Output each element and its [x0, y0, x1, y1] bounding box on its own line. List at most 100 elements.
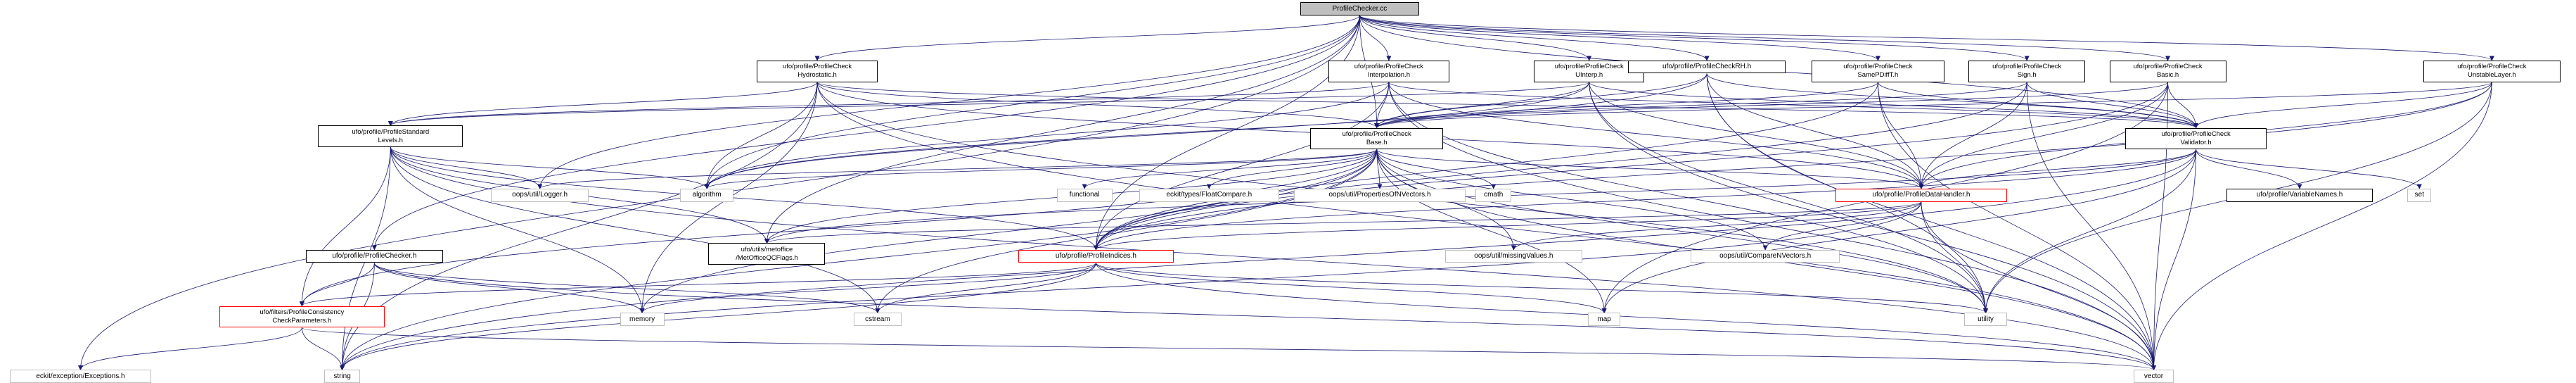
- node-samepd[interactable]: ufo/profile/ProfileCheck SamePDiffT.h: [1811, 60, 1944, 82]
- edge-validator-to-map: [1601, 149, 2197, 314]
- edge-root-to-logger: [537, 15, 1360, 189]
- node-map[interactable]: map: [1588, 313, 1621, 327]
- edge-unstable-to-validator: [2193, 82, 2492, 129]
- node-exceptions[interactable]: eckit/exception/Exceptions.h: [10, 370, 151, 383]
- node-floatcmp[interactable]: eckit/types/FloatCompare.h: [1139, 188, 1279, 202]
- edge-interp-to-datahandler: [1388, 82, 1924, 189]
- node-hydro[interactable]: ufo/profile/ProfileCheck Hydrostatic.h: [757, 60, 878, 82]
- edge-root-to-checker: [371, 15, 1360, 251]
- edge-validator-to-set: [2196, 149, 2422, 189]
- node-vector[interactable]: vector: [2133, 370, 2174, 383]
- edge-sign-to-validator: [2026, 82, 2199, 129]
- edge-interp-to-indices: [1093, 82, 1390, 251]
- edge-uinterp-to-base: [1374, 82, 1590, 129]
- node-cstream[interactable]: cstream: [853, 313, 902, 327]
- edge-checker-to-vector: [373, 263, 2156, 370]
- edge-indices-to-map: [1096, 263, 1607, 314]
- edge-indices-to-string: [340, 263, 1096, 370]
- edge-samepd-to-vector: [1878, 82, 2157, 370]
- node-datahandler[interactable]: ufo/profile/ProfileDataHandler.h: [1835, 188, 2007, 202]
- edge-validator-to-indices: [1094, 149, 2197, 251]
- node-base[interactable]: ufo/profile/ProfileCheck Base.h: [1310, 127, 1444, 150]
- edge-validator-to-vector: [2151, 149, 2197, 370]
- edge-consparams-to-exceptions: [78, 327, 302, 370]
- edge-hydro-to-stdlev: [387, 82, 818, 126]
- node-interp[interactable]: ufo/profile/ProfileCheck Interpolation.h: [1328, 60, 1449, 82]
- edge-validator-to-utility: [1983, 149, 2197, 314]
- node-consparams[interactable]: ufo/filters/ProfileConsistency CheckPara…: [219, 306, 385, 328]
- edge-stdlev-to-cstream: [390, 147, 880, 314]
- edge-consparams-to-vector: [301, 327, 2156, 370]
- node-sign[interactable]: ufo/profile/ProfileCheck Sign.h: [1968, 60, 2086, 82]
- edge-unstable-to-base: [1374, 82, 2492, 129]
- edge-unstable-to-vector: [2151, 82, 2492, 370]
- node-cmath[interactable]: cmath: [1475, 188, 1512, 202]
- node-logger[interactable]: oops/util/Logger.h: [491, 188, 589, 202]
- edge-sign-to-base: [1374, 82, 2027, 129]
- edge-datahandler-to-metoffice: [764, 201, 1922, 244]
- node-stdlev[interactable]: ufo/profile/ProfileStandard Levels.h: [318, 125, 463, 147]
- edge-uinterp-to-utility: [1589, 82, 1989, 314]
- node-algorithm[interactable]: algorithm: [680, 188, 733, 202]
- edge-samepd-to-indices: [1094, 82, 1878, 251]
- edge-datahandler-to-vector: [1921, 201, 2157, 370]
- edge-root-to-rh: [1359, 15, 1710, 61]
- edge-root-to-unstable: [1359, 15, 2494, 61]
- edge-uinterp-to-datahandler: [1589, 82, 1924, 189]
- node-checker[interactable]: ufo/profile/ProfileChecker.h: [306, 249, 443, 263]
- edge-samepd-to-datahandler: [1878, 82, 1924, 189]
- node-uinterp[interactable]: ufo/profile/ProfileCheck UInterp.h: [1533, 60, 1645, 82]
- edge-stdlev-to-indices: [390, 147, 1098, 251]
- edge-consparams-to-string: [301, 327, 345, 370]
- edge-datahandler-to-missing: [1511, 201, 1922, 251]
- edge-base-to-cstream: [875, 149, 1378, 314]
- edge-uinterp-to-algorithm: [704, 82, 1590, 189]
- node-rh[interactable]: ufo/profile/ProfileCheckRH.h: [1628, 60, 1786, 74]
- edge-checker-to-consparams: [299, 263, 375, 307]
- edge-stdlev-to-logger: [390, 146, 543, 189]
- node-validator[interactable]: ufo/profile/ProfileCheck Validator.h: [2125, 127, 2267, 150]
- edge-uinterp-to-validator: [1589, 82, 2198, 129]
- edge-datahandler-to-utility: [1921, 201, 1989, 314]
- edge-base-to-consparams: [299, 149, 1378, 307]
- node-root[interactable]: ProfileChecker.cc: [1300, 2, 1419, 15]
- edge-rh-to-base: [1374, 73, 1707, 129]
- edge-base-to-memory: [639, 149, 1378, 314]
- node-indices[interactable]: ufo/profile/ProfileIndices.h: [1018, 249, 1174, 263]
- edge-base-to-logger: [537, 149, 1378, 189]
- edge-checker-to-cstream: [373, 263, 880, 314]
- edge-base-to-string: [340, 149, 1378, 370]
- edge-hydro-to-base: [816, 82, 1380, 129]
- edge-base-to-comparenv: [1376, 149, 1768, 251]
- edge-base-to-functional: [1082, 149, 1378, 189]
- edge-datahandler-to-indices: [1094, 201, 1922, 251]
- node-basich[interactable]: ufo/profile/ProfileCheck Basic.h: [2109, 60, 2226, 82]
- edge-validator-to-datahandler: [1918, 149, 2197, 189]
- node-set[interactable]: set: [2407, 188, 2432, 202]
- node-missing[interactable]: oops/util/missingValues.h: [1445, 249, 1582, 263]
- edge-interp-to-validator: [1388, 82, 2198, 129]
- edge-root-to-uinterp: [1359, 15, 1592, 61]
- edge-hydro-to-vector: [816, 82, 2156, 370]
- node-memory[interactable]: memory: [620, 313, 665, 327]
- edge-basich-to-datahandler: [1918, 82, 2168, 189]
- node-comparenv[interactable]: oops/util/CompareNVectors.h: [1691, 249, 1840, 263]
- node-utility[interactable]: utility: [1964, 313, 2007, 327]
- edge-base-to-utility: [1376, 149, 1988, 314]
- node-unstable[interactable]: ufo/profile/ProfileCheck UnstableLayer.h: [2423, 60, 2561, 82]
- node-string[interactable]: string: [323, 370, 361, 383]
- node-metoffice[interactable]: ufo/utils/metoffice /MetOfficeQCFlags.h: [708, 243, 826, 265]
- edge-unstable-to-indices: [1094, 82, 2492, 251]
- edge-interp-to-stdlev: [388, 82, 1390, 126]
- node-propvec[interactable]: oops/util/PropertiesOfNVectors.h: [1294, 188, 1466, 202]
- edge-stdlev-to-vector: [390, 147, 2156, 370]
- edge-indices-to-utility: [1096, 263, 1988, 314]
- edge-base-to-cmath: [1376, 149, 1497, 189]
- edge-root-to-interp: [1359, 15, 1392, 61]
- edge-rh-to-datahandler: [1706, 73, 1924, 189]
- node-varnames[interactable]: ufo/profile/VariableNames.h: [2226, 188, 2373, 202]
- edge-root-to-hydro: [814, 15, 1360, 61]
- edge-rh-to-algorithm: [704, 73, 1707, 189]
- node-functional[interactable]: functional: [1056, 188, 1113, 202]
- edge-samepd-to-base: [1374, 82, 1878, 129]
